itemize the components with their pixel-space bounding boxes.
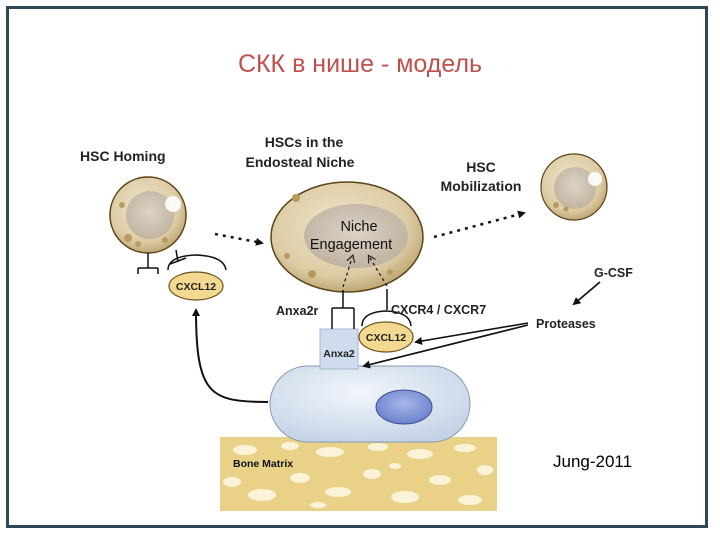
label-anxa2: Anxa2: [323, 348, 355, 360]
homing-receptors: [137, 249, 187, 274]
osteoblast-cell: [269, 365, 471, 443]
label-homing: HSC Homing: [80, 148, 166, 164]
label-gcsf: G-CSF: [594, 266, 633, 280]
protease-arrows: [362, 322, 529, 369]
label-niche-line2: Endosteal Niche: [246, 154, 355, 170]
anxa2-block: [319, 328, 359, 370]
gcsf-arrow: [572, 281, 601, 306]
label-proteases: Proteases: [536, 317, 596, 331]
niche-hsc-cell: [270, 181, 424, 293]
label-cxcl12-right: CXCL12: [366, 332, 406, 344]
mobilized-hsc-cell: [540, 153, 608, 221]
citation-credit: Jung-2011: [553, 452, 633, 471]
homing-hsc-cell: [109, 176, 187, 254]
cxcl12-right-badge: [358, 321, 414, 353]
label-cxcl12-left: CXCL12: [176, 281, 216, 293]
slide-title: СКК в нише - модель: [237, 50, 483, 78]
label-mobilization-line2: Mobilization: [441, 178, 522, 194]
engagement-arrows: [342, 253, 388, 288]
cxcl12-left-badge: [167, 254, 227, 301]
label-anxa2r: Anxa2r: [276, 304, 319, 318]
label-mobilization-line1: HSC: [466, 159, 496, 175]
homing-curve-arrow: [192, 308, 269, 403]
label-engagement-line2: Engagement: [310, 237, 392, 253]
niche-receptors: [331, 289, 412, 329]
bone-matrix: [220, 437, 497, 511]
label-engagement-line1: Niche: [340, 219, 377, 235]
label-cxcr: CXCR4 / CXCR7: [391, 303, 486, 317]
label-niche-line1: HSCs in the: [265, 134, 344, 150]
label-bone-matrix: Bone Matrix: [233, 458, 293, 470]
